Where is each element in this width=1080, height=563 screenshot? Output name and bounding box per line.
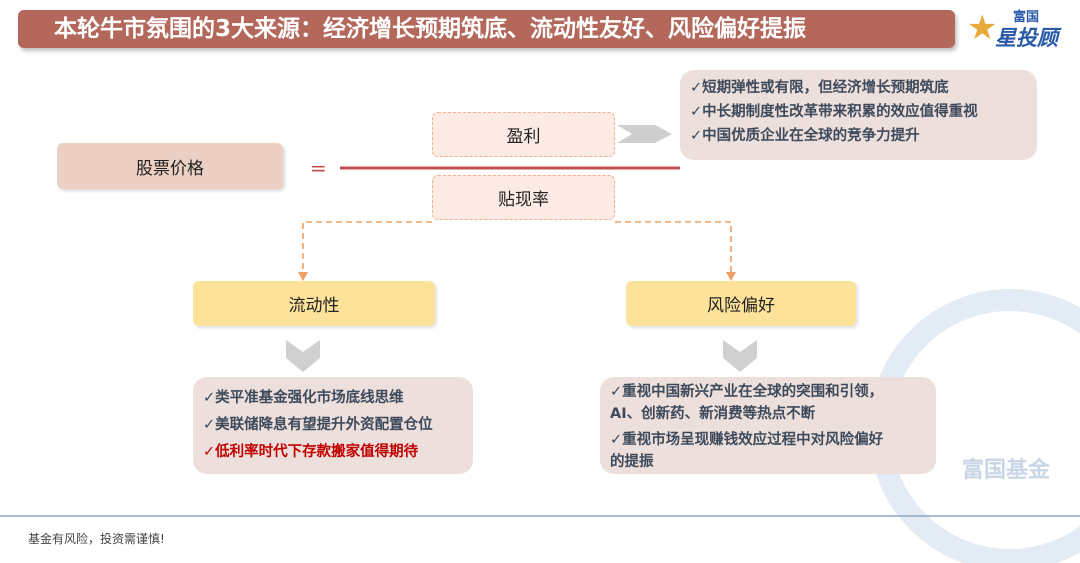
list-item: ✓美联储降息有望提升外资配置仓位: [203, 417, 433, 433]
logo-text-top: 富国: [1013, 10, 1040, 25]
liquidity-box: 流动性: [193, 281, 435, 326]
list-item: AI、创新药、新消费等热点不断: [610, 406, 816, 422]
earnings-points: ✓短期弹性或有限，但经济增长预期筑底 ✓中长期制度性改革带来积累的效应值得重视 …: [680, 70, 1037, 160]
risk-points: ✓重视中国新兴产业在全球的突围和引领， AI、创新药、新消费等热点不断 ✓重视市…: [600, 377, 936, 474]
risk-disclaimer: 基金有风险，投资需谨慎!: [28, 532, 165, 546]
watermark-text: 富国基金: [962, 458, 1051, 483]
list-item: 的提振: [610, 454, 654, 470]
earnings-box: 盈利: [432, 112, 615, 157]
list-item: ✓中国优质企业在全球的竞争力提升: [690, 128, 920, 144]
list-item: ✓短期弹性或有限，但经济增长预期筑底: [690, 80, 949, 96]
arrow-right-icon: [617, 125, 672, 143]
dashed-connector-left: [302, 221, 432, 278]
discount-rate-box: 贴现率: [432, 175, 615, 220]
list-item: ✓中长期制度性改革带来积累的效应值得重视: [690, 104, 978, 120]
logo-text-main: 星投顾: [995, 26, 1058, 50]
dashed-connector-right: [615, 221, 732, 278]
list-item: ✓重视中国新兴产业在全球的突围和引领，: [610, 384, 884, 400]
chevron-down-icon: [286, 340, 320, 372]
star-icon: ★: [967, 8, 998, 48]
equals-sign: =: [310, 156, 327, 180]
risk-appetite-box: 风险偏好: [626, 281, 856, 326]
liquidity-points: ✓类平准基金强化市场底线思维 ✓美联储降息有望提升外资配置仓位 ✓低利率时代下存…: [193, 377, 473, 474]
list-item-highlight: ✓低利率时代下存款搬家值得期待: [203, 444, 419, 460]
list-item: ✓类平准基金强化市场底线思维: [203, 390, 404, 406]
brand-logo: ★ 富国 星投顾: [965, 4, 1075, 50]
list-item: ✓重视市场呈现赚钱效应过程中对风险偏好: [610, 432, 884, 448]
chevron-down-icon: [723, 340, 757, 372]
page-title: 本轮牛市氛围的3大来源：经济增长预期筑底、流动性友好、风险偏好提振: [18, 10, 955, 48]
stock-price-box: 股票价格: [57, 143, 283, 189]
